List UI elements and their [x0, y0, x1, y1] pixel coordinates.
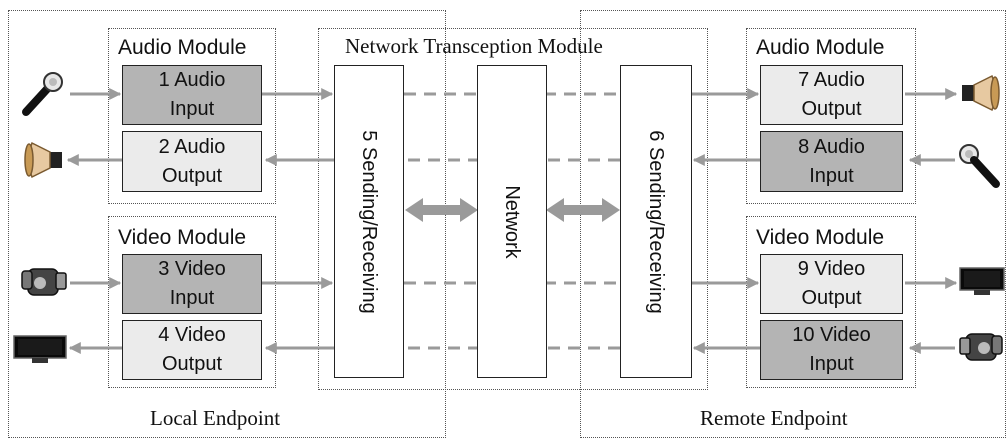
box-line: Output [161, 353, 223, 375]
video-output-box: 4 Video Output [122, 320, 262, 380]
box-line: Output [161, 164, 223, 187]
bidirectional-arrow-left [405, 198, 478, 222]
remote-video-module-label: Video Module [756, 226, 885, 249]
bidirectional-arrow-right [546, 198, 620, 222]
local-endpoint-label: Local Endpoint [150, 406, 281, 430]
video-camera-icon [959, 333, 1003, 361]
box-line: Output [801, 98, 862, 120]
remote-video-input-box: 10 Video Input [760, 320, 903, 380]
video-camera-icon [21, 268, 67, 296]
speaker-icon [962, 74, 1000, 112]
remote-video-output-box: 9 Video Output [760, 254, 903, 314]
box-line: 9 Video [797, 258, 866, 280]
remote-audio-output-box: 7 Audio Output [760, 65, 903, 125]
sending-receiving-column-remote: 6 Sending/Receiving [620, 65, 692, 378]
local-video-module-label: Video Module [118, 226, 247, 249]
box-line: Input [809, 164, 854, 187]
sending-receiving-remote-label: 6 Sending/Receiving [645, 129, 667, 314]
network-module-label: Network Transception Module [345, 34, 603, 58]
box-line: 10 Video [792, 324, 871, 346]
network-column: Network [477, 65, 547, 378]
remote-endpoint-label: Remote Endpoint [700, 406, 848, 430]
box-line: Input [169, 98, 215, 120]
sending-receiving-column-local: 5 Sending/Receiving [334, 65, 404, 378]
box-line: Output [801, 287, 862, 309]
speaker-icon [24, 141, 62, 179]
monitor-icon [959, 267, 1005, 295]
monitor-icon [13, 335, 67, 363]
network-module-region [318, 28, 708, 390]
box-line: Input [809, 353, 854, 375]
box-line: 7 Audio [798, 69, 865, 91]
box-line: 3 Video [158, 258, 226, 280]
remote-audio-module-region [746, 28, 916, 204]
box-line: 2 Audio [158, 135, 226, 158]
audio-input-box: 1 Audio Input [122, 65, 262, 125]
local-video-module-region [108, 216, 276, 388]
box-line: 8 Audio [798, 135, 865, 158]
remote-audio-module-label: Audio Module [756, 36, 885, 59]
network-label: Network [501, 184, 523, 259]
audio-output-box: 2 Audio Output [122, 131, 262, 192]
remote-audio-input-box: 8 Audio Input [760, 131, 903, 192]
remote-endpoint-region [580, 10, 1006, 438]
sending-receiving-local-label: 5 Sending/Receiving [358, 129, 380, 314]
local-audio-module-region [108, 28, 276, 204]
local-endpoint-region [8, 10, 446, 438]
local-audio-module-label: Audio Module [118, 36, 247, 59]
box-line: 4 Video [158, 324, 226, 346]
box-line: 1 Audio [158, 69, 226, 91]
microphone-icon [22, 72, 63, 116]
video-input-box: 3 Video Input [122, 254, 262, 314]
microphone-icon [959, 144, 1000, 188]
box-line: Input [169, 287, 215, 309]
remote-video-module-region [746, 216, 916, 388]
